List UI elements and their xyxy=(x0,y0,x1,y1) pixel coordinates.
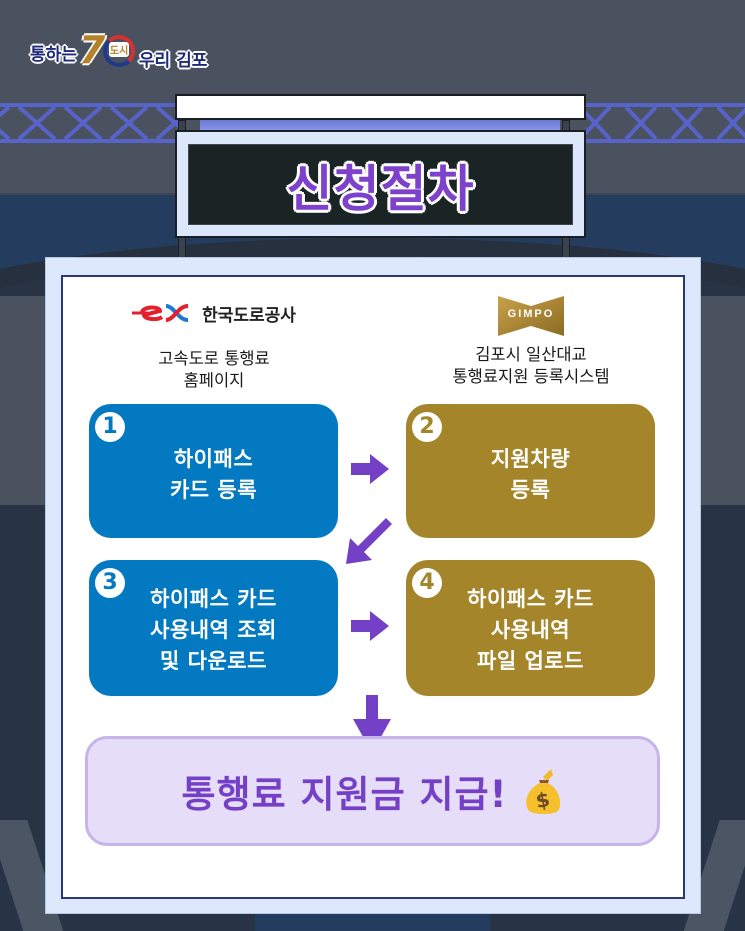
sign-light-strip xyxy=(200,120,560,131)
arrow-right-icon xyxy=(351,611,389,641)
step-4-usage-upload: 4 하이패스 카드 사용내역 파일 업로드 xyxy=(406,560,655,696)
page-title: 신청절차 xyxy=(286,159,475,218)
gimpo-bowtie-icon xyxy=(498,296,564,336)
step-number-badge: 4 xyxy=(412,568,442,598)
sign-top-bar xyxy=(175,94,586,120)
city-logo: 통하는 7 도시 우리 김포 xyxy=(30,28,208,72)
arrow-down-icon xyxy=(353,695,391,753)
logo-suffix: 우리 김포 xyxy=(138,50,208,71)
svg-text:$: $ xyxy=(534,787,552,813)
step-2-vehicle-register: 2 지원차량 등록 xyxy=(406,404,655,538)
logo-number: 7 xyxy=(78,28,106,72)
stage-truss-right xyxy=(580,103,745,143)
korea-expressway-logo: 한국도로공사 xyxy=(132,301,296,326)
step-number-badge: 3 xyxy=(95,568,125,598)
step-label: 하이패스 카드 사용내역 조회 및 다운로드 xyxy=(150,586,277,673)
column-description-left: 고속도로 통행료 홈페이지 xyxy=(74,348,354,392)
step-number-badge: 2 xyxy=(412,412,442,442)
column-header-expressway: 한국도로공사 고속도로 통행료 홈페이지 xyxy=(74,301,354,392)
step-1-hipass-card-register: 1 하이패스 카드 등록 xyxy=(89,404,338,538)
description-line: 김포시 일산대교 xyxy=(475,345,587,364)
org-name-expressway: 한국도로공사 xyxy=(202,305,296,326)
truss-pattern-icon xyxy=(580,107,745,139)
logo-prefix: 통하는 xyxy=(30,44,77,65)
final-payment-box: 통행료 지원금 지급! $ xyxy=(85,736,660,846)
logo-badge: 도시 xyxy=(108,42,130,57)
column-header-gimpo: GIMPO 김포시 일산대교 통행료지원 등록시스템 xyxy=(400,296,662,388)
arrow-down-left-icon xyxy=(346,518,392,564)
title-signboard: 신청절차 xyxy=(175,130,586,238)
arrow-right-icon xyxy=(351,454,389,484)
money-bag-icon: $ xyxy=(526,769,561,814)
truss-pattern-icon xyxy=(0,107,180,139)
step-label: 하이패스 카드 사용내역 파일 업로드 xyxy=(467,586,594,673)
final-label: 통행료 지원금 지급! xyxy=(181,773,508,816)
step-label: 지원차량 등록 xyxy=(490,447,571,502)
description-line: 홈페이지 xyxy=(183,371,245,390)
ex-logo-icon xyxy=(132,304,189,322)
description-line: 고속도로 통행료 xyxy=(158,349,270,368)
step-number-badge: 1 xyxy=(95,412,125,442)
description-line: 통행료지원 등록시스템 xyxy=(452,367,610,386)
logo-70-emblem: 7 도시 xyxy=(79,28,137,72)
step-label: 하이패스 카드 등록 xyxy=(169,447,258,502)
logo-ring-icon xyxy=(102,35,135,67)
step-3-usage-download: 3 하이패스 카드 사용내역 조회 및 다운로드 xyxy=(89,560,338,696)
title-screen: 신청절차 xyxy=(188,144,573,225)
gimpo-logo-text: GIMPO xyxy=(507,308,555,320)
gimpo-logo: GIMPO xyxy=(498,296,564,336)
column-description-right: 김포시 일산대교 통행료지원 등록시스템 xyxy=(400,344,662,388)
stage-truss-left xyxy=(0,103,180,143)
